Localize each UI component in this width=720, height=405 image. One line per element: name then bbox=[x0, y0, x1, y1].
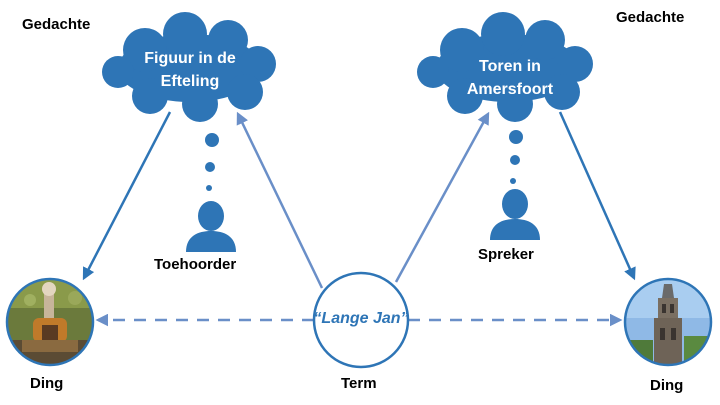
left-cloud-to-thing-arrow bbox=[82, 111, 172, 281]
term-text: “Lange Jan” bbox=[313, 310, 409, 327]
right-thought-bubbles bbox=[509, 130, 523, 184]
speaker-person-icon bbox=[490, 189, 540, 240]
left-cloud-line2: Efteling bbox=[160, 73, 220, 90]
term-to-right-cloud-arrow bbox=[394, 111, 490, 283]
listener-person-icon bbox=[186, 201, 236, 252]
tower-photo bbox=[623, 277, 713, 367]
left-cloud-line1: Figuur in de bbox=[144, 50, 236, 67]
left-thought-bubbles bbox=[205, 133, 219, 191]
term-to-left-cloud-arrow bbox=[236, 111, 324, 289]
left-thought-label: Gedachte bbox=[22, 16, 91, 33]
term-label: Term bbox=[341, 375, 377, 392]
right-cloud-line2: Amersfoort bbox=[466, 81, 554, 98]
right-cloud-line1: Toren in bbox=[479, 58, 541, 75]
right-cloud-to-thing-arrow bbox=[558, 111, 636, 281]
left-cloud-text: Figuur in de Efteling bbox=[125, 47, 255, 93]
right-thought-label: Gedachte bbox=[616, 9, 685, 26]
listener-label: Toehoorder bbox=[154, 256, 237, 273]
right-cloud-text: Toren in Amersfoort bbox=[445, 55, 575, 101]
right-thought-cloud bbox=[417, 12, 593, 122]
right-thing-label: Ding bbox=[650, 377, 684, 394]
term-circle bbox=[312, 271, 410, 369]
left-thought-cloud bbox=[102, 12, 276, 122]
efteling-figure-photo bbox=[5, 277, 95, 367]
speaker-label: Spreker bbox=[478, 246, 534, 263]
left-thing-label: Ding bbox=[30, 375, 64, 392]
